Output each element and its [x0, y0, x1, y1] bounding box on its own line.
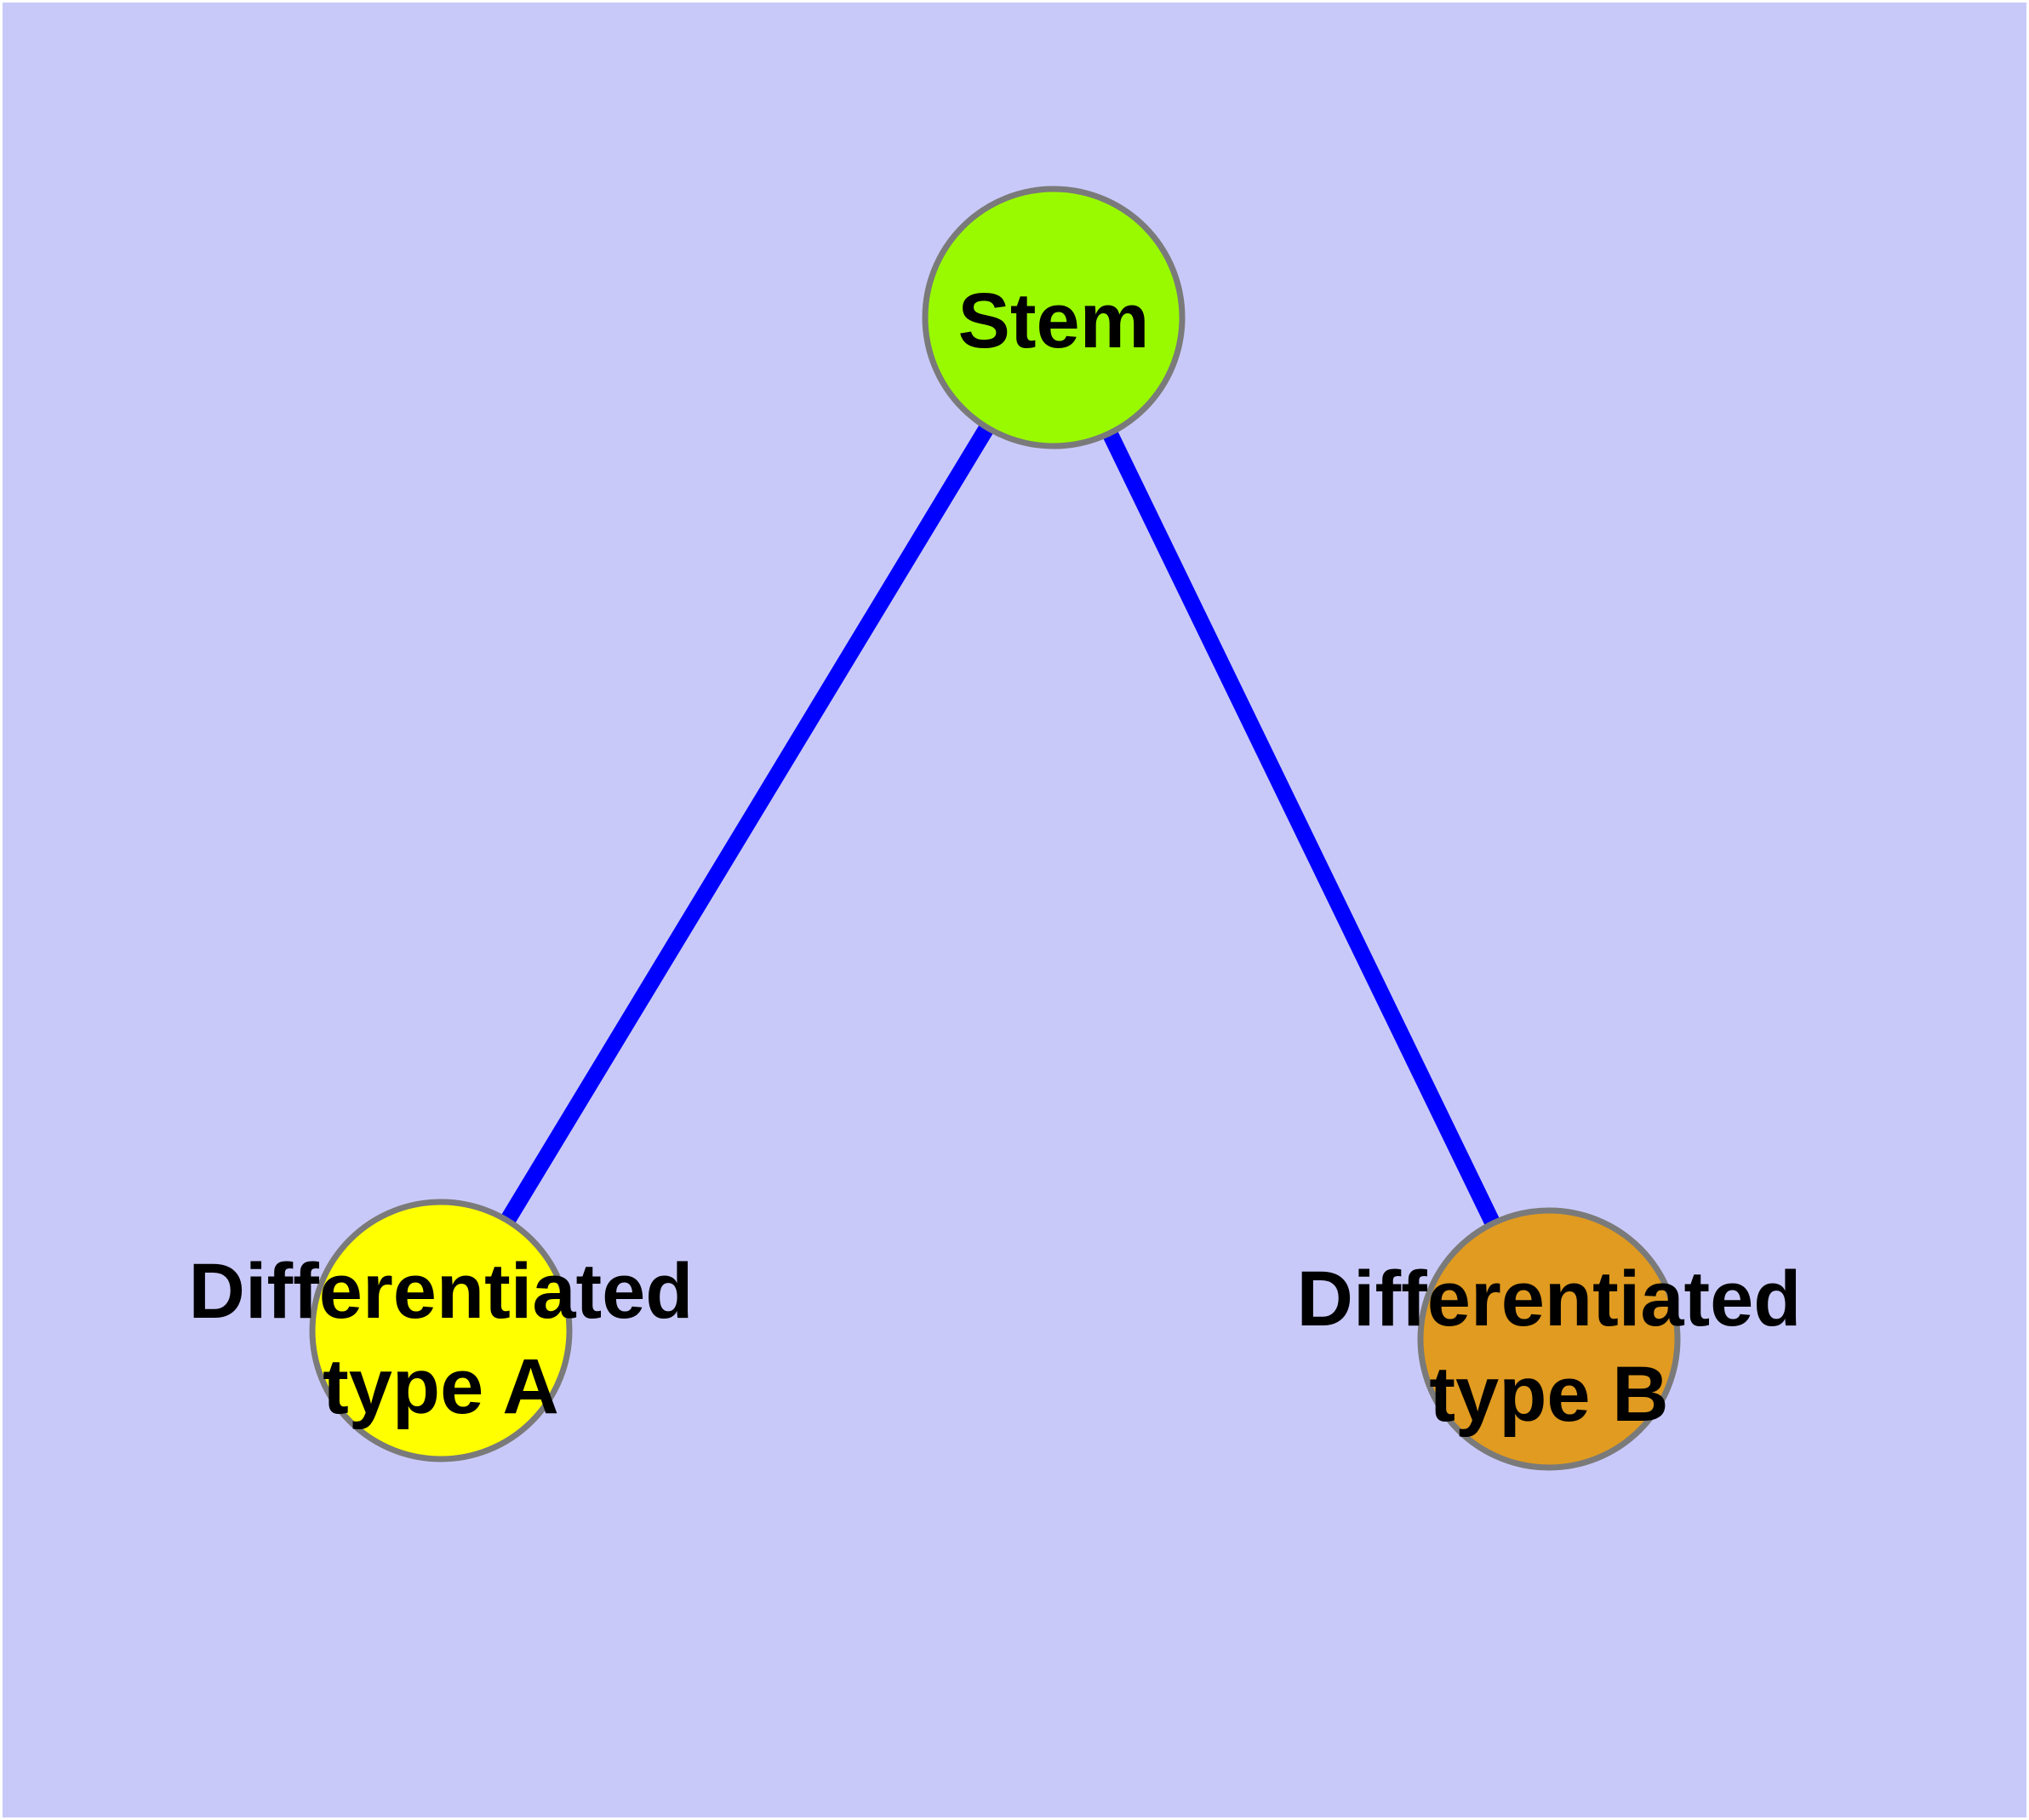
node-type-a-label-line-1: Differentiated	[189, 1248, 694, 1335]
edges	[433, 313, 1557, 1343]
node-stem	[922, 186, 1186, 449]
edge-stem-to-type-b	[1046, 313, 1557, 1343]
node-type-b-label-line-2: type B	[1429, 1351, 1668, 1438]
node-differentiated-type-a	[309, 1199, 573, 1462]
nodes	[309, 186, 1681, 1471]
node-differentiated-type-b	[1417, 1207, 1681, 1471]
node-type-b-label-line-1: Differentiated	[1297, 1256, 1802, 1342]
node-type-a-label-line-2: type A	[323, 1343, 559, 1430]
edge-stem-to-type-a	[433, 313, 1061, 1335]
node-labels: Stem Differentiated type A Differentiate…	[189, 278, 1802, 1438]
node-stem-label: Stem	[958, 278, 1150, 364]
